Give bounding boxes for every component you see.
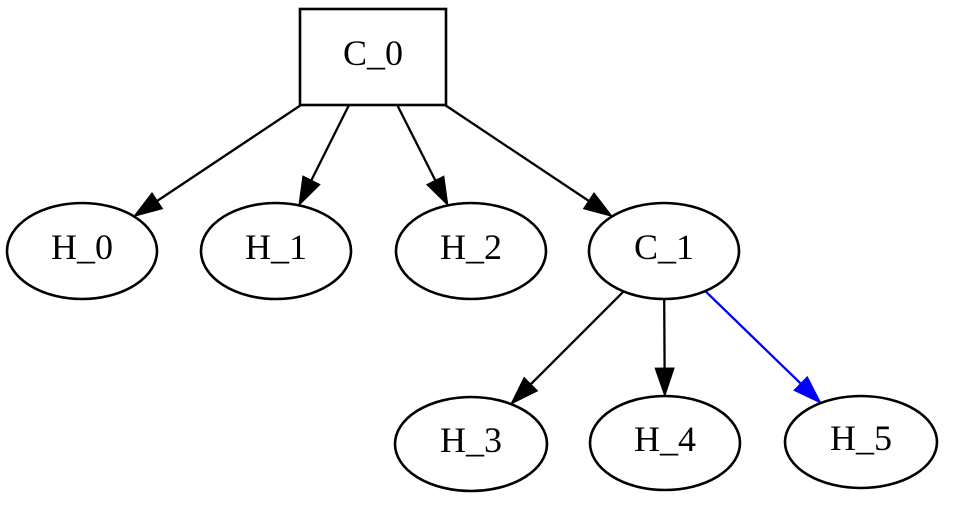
edge-line (154, 104, 302, 203)
node-H_2: H_2 (394, 201, 548, 301)
edge-arrowhead-icon (793, 375, 822, 405)
node-H_1: H_1 (199, 201, 353, 301)
node-C_1-ellipse-shape (587, 201, 741, 301)
node-H_3-ellipse-shape (393, 395, 549, 493)
node-C_0-label: C_0 (343, 33, 403, 73)
edge-line (528, 290, 625, 387)
edge-C_1-H_5 (704, 290, 822, 405)
edge-C_1-H_3 (509, 290, 625, 406)
edge-C_0-H_1 (298, 104, 351, 207)
edge-line (396, 104, 438, 183)
node-H_0: H_0 (5, 201, 159, 301)
node-C_0: C_0 (298, 7, 448, 107)
edge-arrowhead-icon (654, 367, 675, 398)
node-H_0-label: H_0 (51, 227, 113, 267)
node-H_3-label: H_3 (440, 420, 502, 460)
node-H_5-ellipse-shape (783, 394, 939, 490)
node-H_4: H_4 (588, 394, 742, 492)
edge-C_1-H_4 (654, 298, 675, 398)
edge-C_0-C_1 (444, 104, 614, 218)
edge-arrowhead-icon (582, 192, 614, 218)
edge-arrowhead-icon (298, 175, 321, 207)
node-C_1-label: C_1 (634, 227, 694, 267)
edge-line (704, 290, 803, 386)
edge-arrowhead-icon (132, 192, 164, 218)
edge-arrowhead-icon (509, 376, 539, 406)
node-C_0-box-shape (298, 7, 448, 107)
edges-layer (132, 104, 822, 406)
node-H_1-ellipse-shape (199, 201, 353, 301)
node-H_0-ellipse-shape (5, 201, 159, 301)
edge-C_0-H_2 (396, 104, 449, 207)
node-H_3: H_3 (393, 395, 549, 493)
edge-C_0-H_0 (132, 104, 302, 218)
node-H_4-label: H_4 (634, 419, 696, 459)
node-C_1: C_1 (587, 201, 741, 301)
node-H_4-ellipse-shape (588, 394, 742, 492)
node-H_2-label: H_2 (440, 227, 502, 267)
edge-arrowhead-icon (425, 175, 449, 207)
node-H_5-label: H_5 (830, 418, 892, 458)
node-H_5: H_5 (783, 394, 939, 490)
node-H_2-ellipse-shape (394, 201, 548, 301)
nodes-layer: C_0H_0 H_1 H_2 C_1H_3 H_4 H_5 (5, 7, 939, 493)
edge-line (309, 104, 351, 183)
edge-line (444, 104, 592, 203)
node-H_1-label: H_1 (245, 227, 307, 267)
